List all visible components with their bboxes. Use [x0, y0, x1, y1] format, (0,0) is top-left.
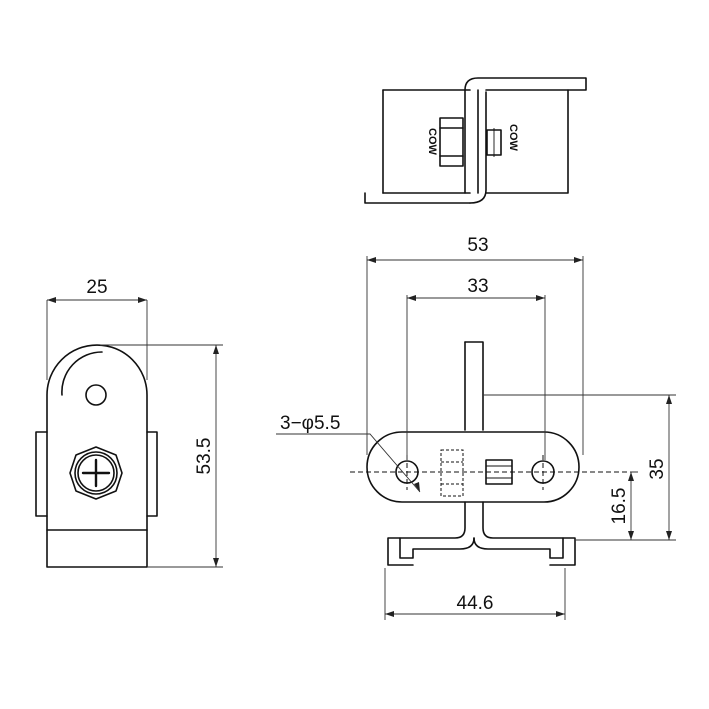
dim-side-height: 53.5	[100, 344, 223, 568]
dim-holes-callout: 3−φ5.5	[276, 413, 421, 493]
dim-front-total-width: 53	[366, 235, 584, 455]
dim-side-width: 25	[46, 277, 148, 380]
dim-label-hole-height: 16.5	[609, 488, 630, 525]
oval-plate	[366, 431, 580, 503]
nut-end-marking: COW	[507, 124, 519, 152]
bolt-head-marking: COW	[426, 128, 438, 156]
phillips-screw-icon	[69, 446, 123, 500]
dim-label-front-total-width: 53	[467, 235, 488, 256]
dim-label-holes: 3−φ5.5	[280, 413, 340, 434]
dim-label-hole-pitch: 33	[467, 276, 488, 297]
side-view	[35, 344, 158, 568]
mounting-hole	[85, 384, 107, 406]
top-view: COW COW	[364, 77, 587, 204]
dim-label-side-width: 25	[86, 277, 107, 298]
dim-hole-height: 16.5	[575, 471, 638, 541]
dim-label-side-height: 53.5	[194, 438, 215, 475]
front-view	[350, 341, 630, 566]
dim-base-width: 44.6	[384, 568, 566, 620]
dim-label-height-total: 35	[647, 458, 668, 479]
dim-hole-pitch: 33	[406, 276, 546, 460]
dim-label-base-width: 44.6	[457, 593, 494, 614]
